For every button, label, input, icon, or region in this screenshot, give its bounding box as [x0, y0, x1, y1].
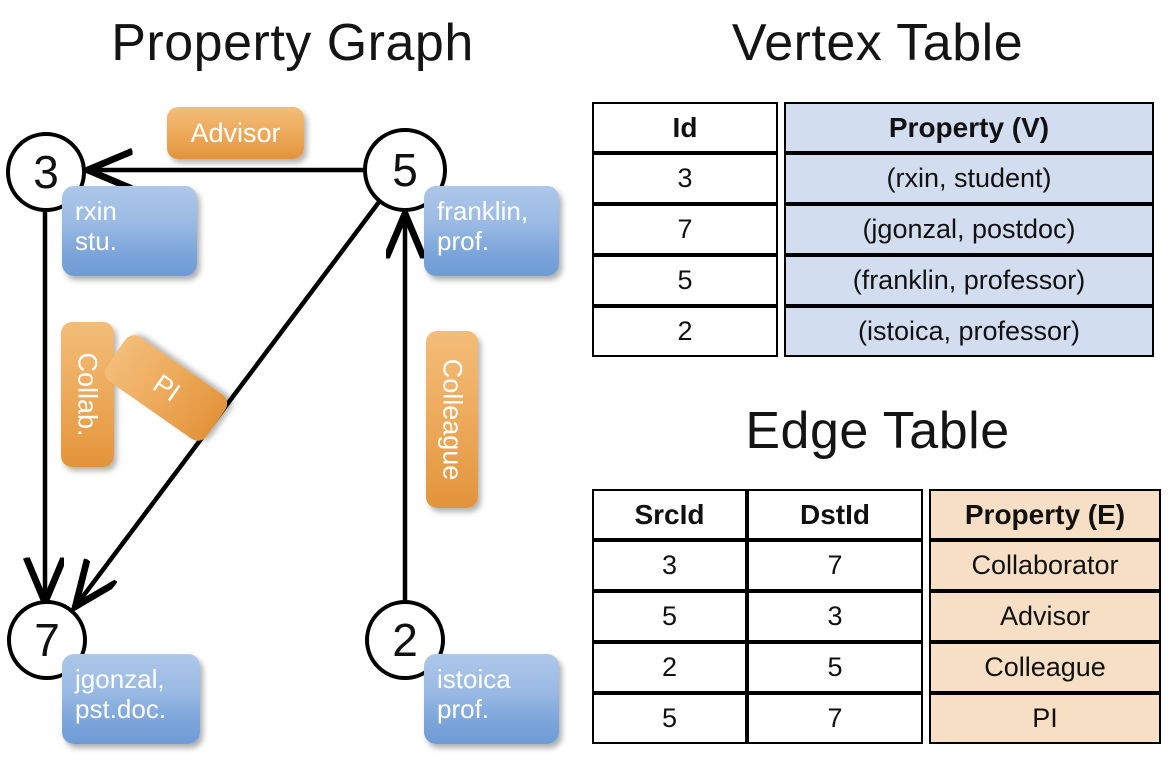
vertex-table-cell-property: (istoica, professor): [784, 306, 1154, 357]
edge-table-cell-dstid: 7: [747, 540, 923, 591]
edge-label-box-collab: Collab.: [61, 322, 114, 467]
table-row[interactable]: 5 3 Advisor: [592, 591, 1161, 642]
edge-table-cell-srcid: 2: [592, 642, 747, 693]
page-title-property-graph: Property Graph: [111, 14, 474, 72]
vertex-table-header-property: Property (V): [784, 102, 1154, 153]
graph-node-2-label: 2: [392, 614, 418, 666]
edge-table-cell-dstid: 5: [747, 642, 923, 693]
table-row[interactable]: 3 (rxin, student): [592, 153, 1154, 204]
edge-table-cell-property: PI: [929, 693, 1161, 744]
edge-table: SrcId DstId Property (E) 3 7 Collaborato…: [592, 489, 1161, 744]
vertex-property-box-2-line2: prof.: [437, 694, 490, 724]
vertex-table-cell-property: (franklin, professor): [784, 255, 1154, 306]
edge-table-cell-dstid: 3: [747, 591, 923, 642]
vertex-table-cell-id: 7: [592, 204, 778, 255]
vertex-property-box-2-line1: istoica: [437, 664, 511, 694]
graph-node-7-label: 7: [34, 614, 60, 666]
vertex-property-box-7: jgonzal, pst.doc.: [62, 654, 200, 744]
graph-edges-svg: [0, 0, 585, 760]
edge-line-5-to-7: [78, 196, 384, 603]
edge-table-header-srcid: SrcId: [592, 489, 747, 540]
vertex-table-header-id: Id: [592, 102, 778, 153]
edge-label-advisor-text: Advisor: [190, 117, 281, 148]
edge-label-collab-text: Collab.: [73, 352, 104, 437]
table-row[interactable]: 5 7 PI: [592, 693, 1161, 744]
vertex-table: Id Property (V) 3 (rxin, student) 7 (jgo…: [592, 102, 1154, 357]
page-title-vertex-table: Vertex Table: [731, 14, 1024, 72]
edge-label-pi-text: PI: [147, 367, 186, 408]
edge-table-cell-srcid: 5: [592, 693, 747, 744]
table-row[interactable]: 2 5 Colleague: [592, 642, 1161, 693]
vertex-table-cell-id: 2: [592, 306, 778, 357]
edge-table-cell-dstid: 7: [747, 693, 923, 744]
vertex-property-box-3-line1: rxin: [75, 196, 117, 226]
vertex-table-cell-id: 5: [592, 255, 778, 306]
edge-label-box-colleague: Colleague: [426, 331, 478, 508]
vertex-table-cell-property: (jgonzal, postdoc): [784, 204, 1154, 255]
vertex-property-box-5-line2: prof.: [437, 226, 490, 256]
edge-table-header-row: SrcId DstId Property (E): [592, 489, 1161, 540]
table-row[interactable]: 3 7 Collaborator: [592, 540, 1161, 591]
vertex-property-box-7-line2: pst.doc.: [75, 694, 167, 724]
edge-table-header-dstid: DstId: [747, 489, 923, 540]
page-title-edge-table: Edge Table: [745, 402, 1010, 460]
vertex-property-box-3-line2: stu.: [75, 226, 117, 256]
edge-table-header-property: Property (E): [929, 489, 1161, 540]
graph-node-5-label: 5: [392, 144, 418, 196]
vertex-property-box-2: istoica prof.: [424, 654, 559, 744]
vertex-property-box-7-line1: jgonzal,: [75, 664, 165, 694]
vertex-property-box-5: franklin, prof.: [424, 186, 559, 276]
table-row[interactable]: 2 (istoica, professor): [592, 306, 1154, 357]
edge-table-cell-property: Advisor: [929, 591, 1161, 642]
edge-label-colleague-text: Colleague: [437, 358, 468, 481]
graph-node-2[interactable]: 2: [365, 600, 445, 680]
table-row[interactable]: 7 (jgonzal, postdoc): [592, 204, 1154, 255]
edge-label-box-advisor: Advisor: [167, 107, 304, 159]
vertex-table-header-row: Id Property (V): [592, 102, 1154, 153]
vertex-table-cell-property: (rxin, student): [784, 153, 1154, 204]
vertex-table-cell-id: 3: [592, 153, 778, 204]
table-row[interactable]: 5 (franklin, professor): [592, 255, 1154, 306]
vertex-property-box-3: rxin stu.: [62, 186, 197, 276]
edge-table-cell-srcid: 5: [592, 591, 747, 642]
graph-node-3-label: 3: [33, 146, 59, 198]
edge-table-cell-property: Colleague: [929, 642, 1161, 693]
edge-table-cell-property: Collaborator: [929, 540, 1161, 591]
edge-table-cell-srcid: 3: [592, 540, 747, 591]
vertex-property-box-5-line1: franklin,: [437, 196, 529, 226]
